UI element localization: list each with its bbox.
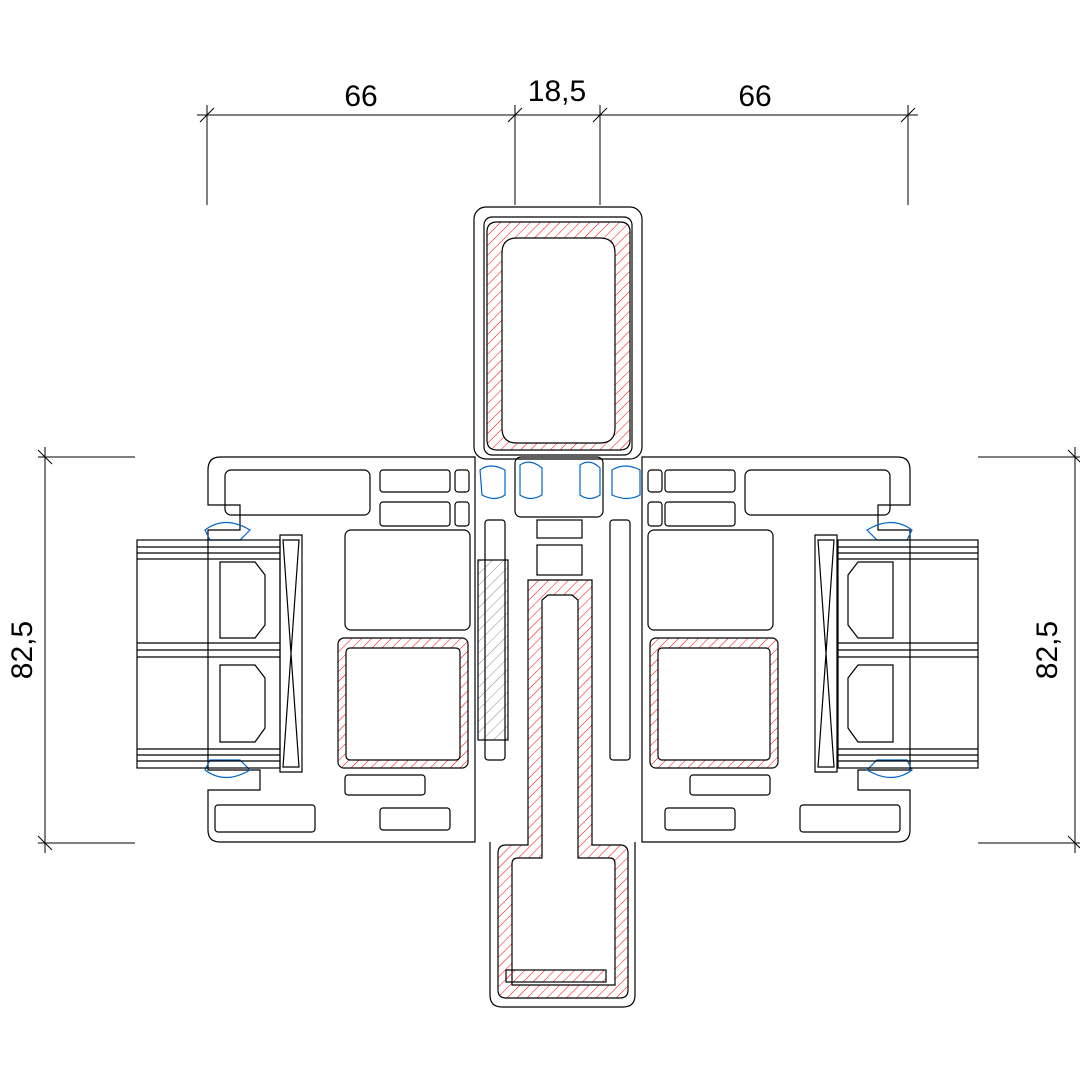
dimension-top-right: 66	[738, 80, 771, 113]
right-dimension	[978, 447, 1080, 853]
left-frame-profile	[207, 456, 509, 843]
center-mullion-core	[497, 456, 629, 999]
bottom-mullion-profile	[489, 842, 636, 1008]
dimension-top-left: 66	[344, 80, 377, 113]
top-mullion-profile	[473, 206, 643, 460]
gaskets	[204, 461, 913, 779]
dimension-left-height: 82,5	[6, 621, 39, 679]
right-glazing-unit	[814, 534, 979, 773]
dimension-top-center: 18,5	[528, 75, 586, 108]
right-frame-profile	[609, 456, 911, 843]
left-glazing-unit	[136, 534, 303, 773]
top-dimension	[197, 105, 918, 205]
dimension-right-height: 82,5	[1031, 621, 1064, 679]
left-dimension	[37, 447, 135, 853]
